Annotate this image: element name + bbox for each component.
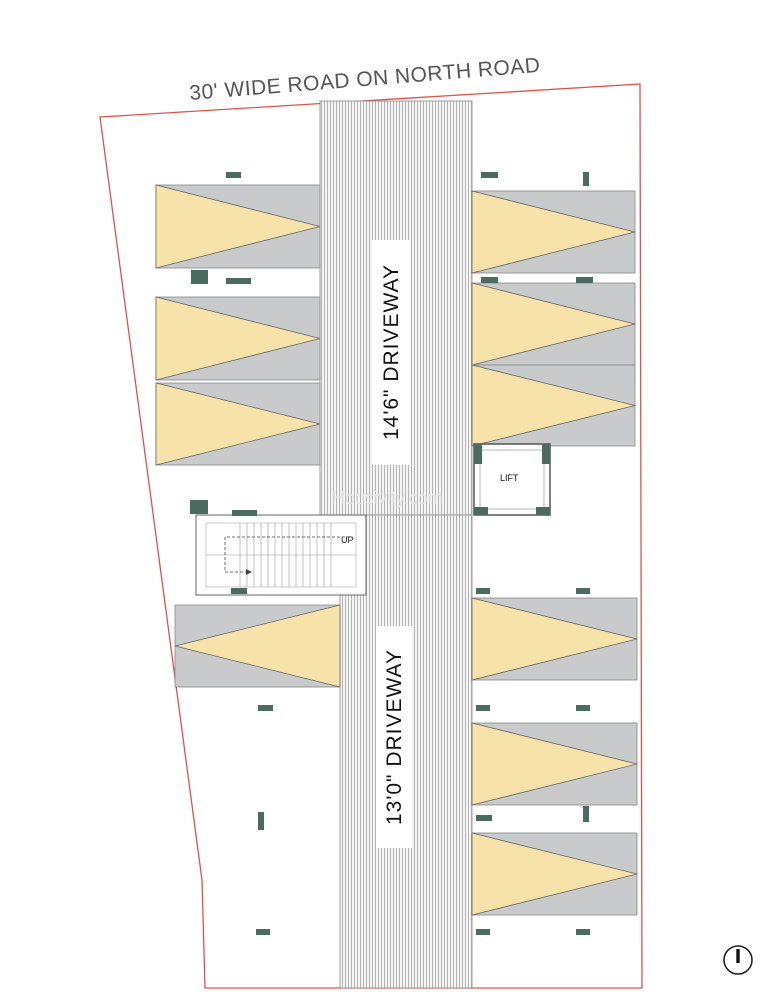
column-marker: [476, 588, 490, 594]
column-markers: [191, 172, 593, 935]
column-marker: [481, 277, 498, 283]
column-marker: [191, 270, 208, 284]
column-marker: [576, 588, 590, 594]
column-marker: [226, 278, 251, 284]
column-marker: [576, 277, 593, 283]
lift-inner: [479, 449, 545, 510]
road-label: 30' WIDE ROAD ON NORTH ROAD: [189, 54, 542, 105]
lift-column: [474, 444, 482, 464]
parking-bay-marking: [471, 282, 636, 366]
column-marker: [481, 172, 498, 178]
parking-bay-marking: [155, 184, 321, 269]
staircase: UP: [190, 500, 367, 596]
parking-bays-left: [155, 184, 341, 688]
column-marker: [190, 500, 208, 514]
column-marker: [232, 510, 257, 516]
driveway-south-label: 13'0" DRIVEWAY: [383, 649, 406, 825]
lift: LIFT: [473, 443, 551, 516]
column-marker: [476, 815, 492, 821]
column-marker: [576, 705, 590, 711]
column-marker: [231, 588, 247, 594]
parking-bay-marking: [471, 190, 636, 274]
column-marker: [258, 705, 273, 711]
parking-bay-marking: [471, 364, 636, 447]
lift-column: [474, 507, 488, 515]
column-marker: [476, 929, 490, 935]
parking-bay-marking: [471, 722, 638, 806]
driveway-north-label: 14'6" DRIVEWAY: [380, 264, 403, 440]
arrow-head-icon: [246, 569, 252, 575]
parking-bay-marking: [155, 382, 321, 466]
column-marker: [256, 929, 270, 935]
driveway-south-label-bg: [376, 626, 412, 848]
lift-shaft: [473, 443, 551, 516]
north-arrow-icon: [723, 945, 753, 975]
column-marker: [583, 806, 589, 822]
lift-column: [536, 507, 550, 515]
column-marker: [226, 172, 241, 178]
parking-bay-marking: [471, 597, 638, 681]
stair-direction-arrow: [224, 536, 350, 573]
parking-bay-marking: [174, 604, 341, 688]
lift-column: [542, 444, 550, 464]
parking-bay-marking: [471, 832, 638, 916]
parking-bays-right: [471, 190, 638, 916]
column-marker: [576, 929, 590, 935]
lift-label: LIFT: [500, 473, 519, 483]
column-marker: [476, 705, 490, 711]
column-marker: [258, 812, 264, 830]
parking-bay-marking: [155, 296, 321, 381]
driveway-north-label-bg: [372, 240, 410, 465]
watermark: Housivity.com: [332, 488, 443, 508]
stair-up-label: UP: [341, 535, 354, 545]
column-marker: [583, 172, 589, 186]
